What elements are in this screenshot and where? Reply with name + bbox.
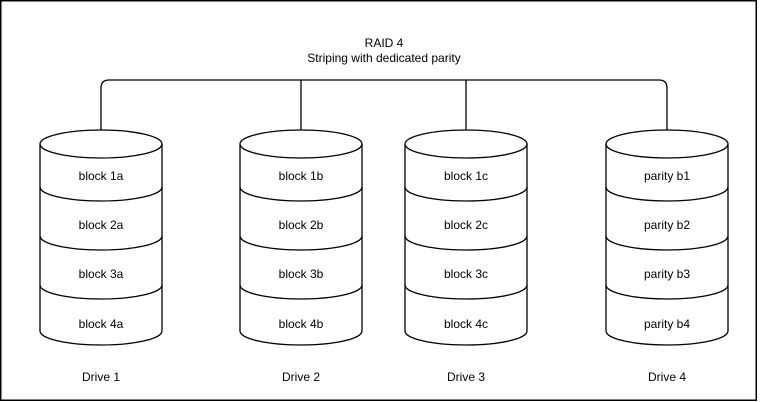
drive-label: Drive 4	[648, 370, 686, 384]
block-label: parity b4	[644, 317, 690, 331]
cylinder-body	[605, 143, 729, 346]
cylinder-body	[239, 143, 363, 346]
drive-cylinder-3	[404, 129, 528, 346]
block-label: parity b3	[644, 267, 690, 281]
block-label: parity b2	[644, 218, 690, 232]
block-label: block 2b	[279, 218, 324, 232]
block-label: block 3b	[279, 267, 324, 281]
platter-divider	[404, 284, 528, 300]
drive-label: Drive 2	[282, 370, 320, 384]
drive-label: Drive 3	[447, 370, 485, 384]
diagram-shapes	[39, 79, 729, 346]
block-label: block 3c	[444, 267, 488, 281]
platter-divider	[605, 186, 729, 202]
cylinder-top-ellipse	[605, 129, 729, 159]
block-label: block 4c	[444, 317, 488, 331]
block-label: block 1a	[79, 169, 124, 183]
drive-4-labels: parity b1 parity b2 parity b3 parity b4 …	[644, 169, 690, 384]
platter-divider	[239, 284, 363, 300]
block-label: block 4a	[79, 317, 124, 331]
cylinder-top-ellipse	[404, 129, 528, 159]
block-label: block 2c	[444, 218, 488, 232]
diagram-subtitle: Striping with dedicated parity	[307, 51, 460, 65]
drive-cylinder-1	[39, 129, 163, 346]
cylinder-body	[39, 143, 163, 346]
platter-divider	[239, 235, 363, 251]
drive-3-labels: block 1c block 2c block 3c block 4c Driv…	[444, 169, 488, 384]
drive-2-labels: block 1b block 2b block 3b block 4b Driv…	[279, 169, 324, 384]
platter-divider	[239, 186, 363, 202]
platter-divider	[605, 284, 729, 300]
cylinder-top-ellipse	[239, 129, 363, 159]
platter-divider	[39, 284, 163, 300]
drive-label: Drive 1	[82, 370, 120, 384]
drive-cylinder-2	[239, 129, 363, 346]
cylinder-top-ellipse	[39, 129, 163, 159]
platter-divider	[404, 186, 528, 202]
block-label: block 4b	[279, 317, 324, 331]
drive-1-labels: block 1a block 2a block 3a block 4a Driv…	[79, 169, 124, 384]
bus-connector-line	[100, 79, 668, 131]
drive-cylinder-4	[605, 129, 729, 346]
block-label: block 1c	[444, 169, 488, 183]
cylinder-body	[404, 143, 528, 346]
block-label: block 2a	[79, 218, 124, 232]
platter-divider	[39, 235, 163, 251]
block-label: block 3a	[79, 267, 124, 281]
platter-divider	[404, 235, 528, 251]
block-label: block 1b	[279, 169, 324, 183]
diagram-title: RAID 4	[365, 36, 404, 50]
block-label: parity b1	[644, 169, 690, 183]
platter-divider	[605, 235, 729, 251]
platter-divider	[39, 186, 163, 202]
